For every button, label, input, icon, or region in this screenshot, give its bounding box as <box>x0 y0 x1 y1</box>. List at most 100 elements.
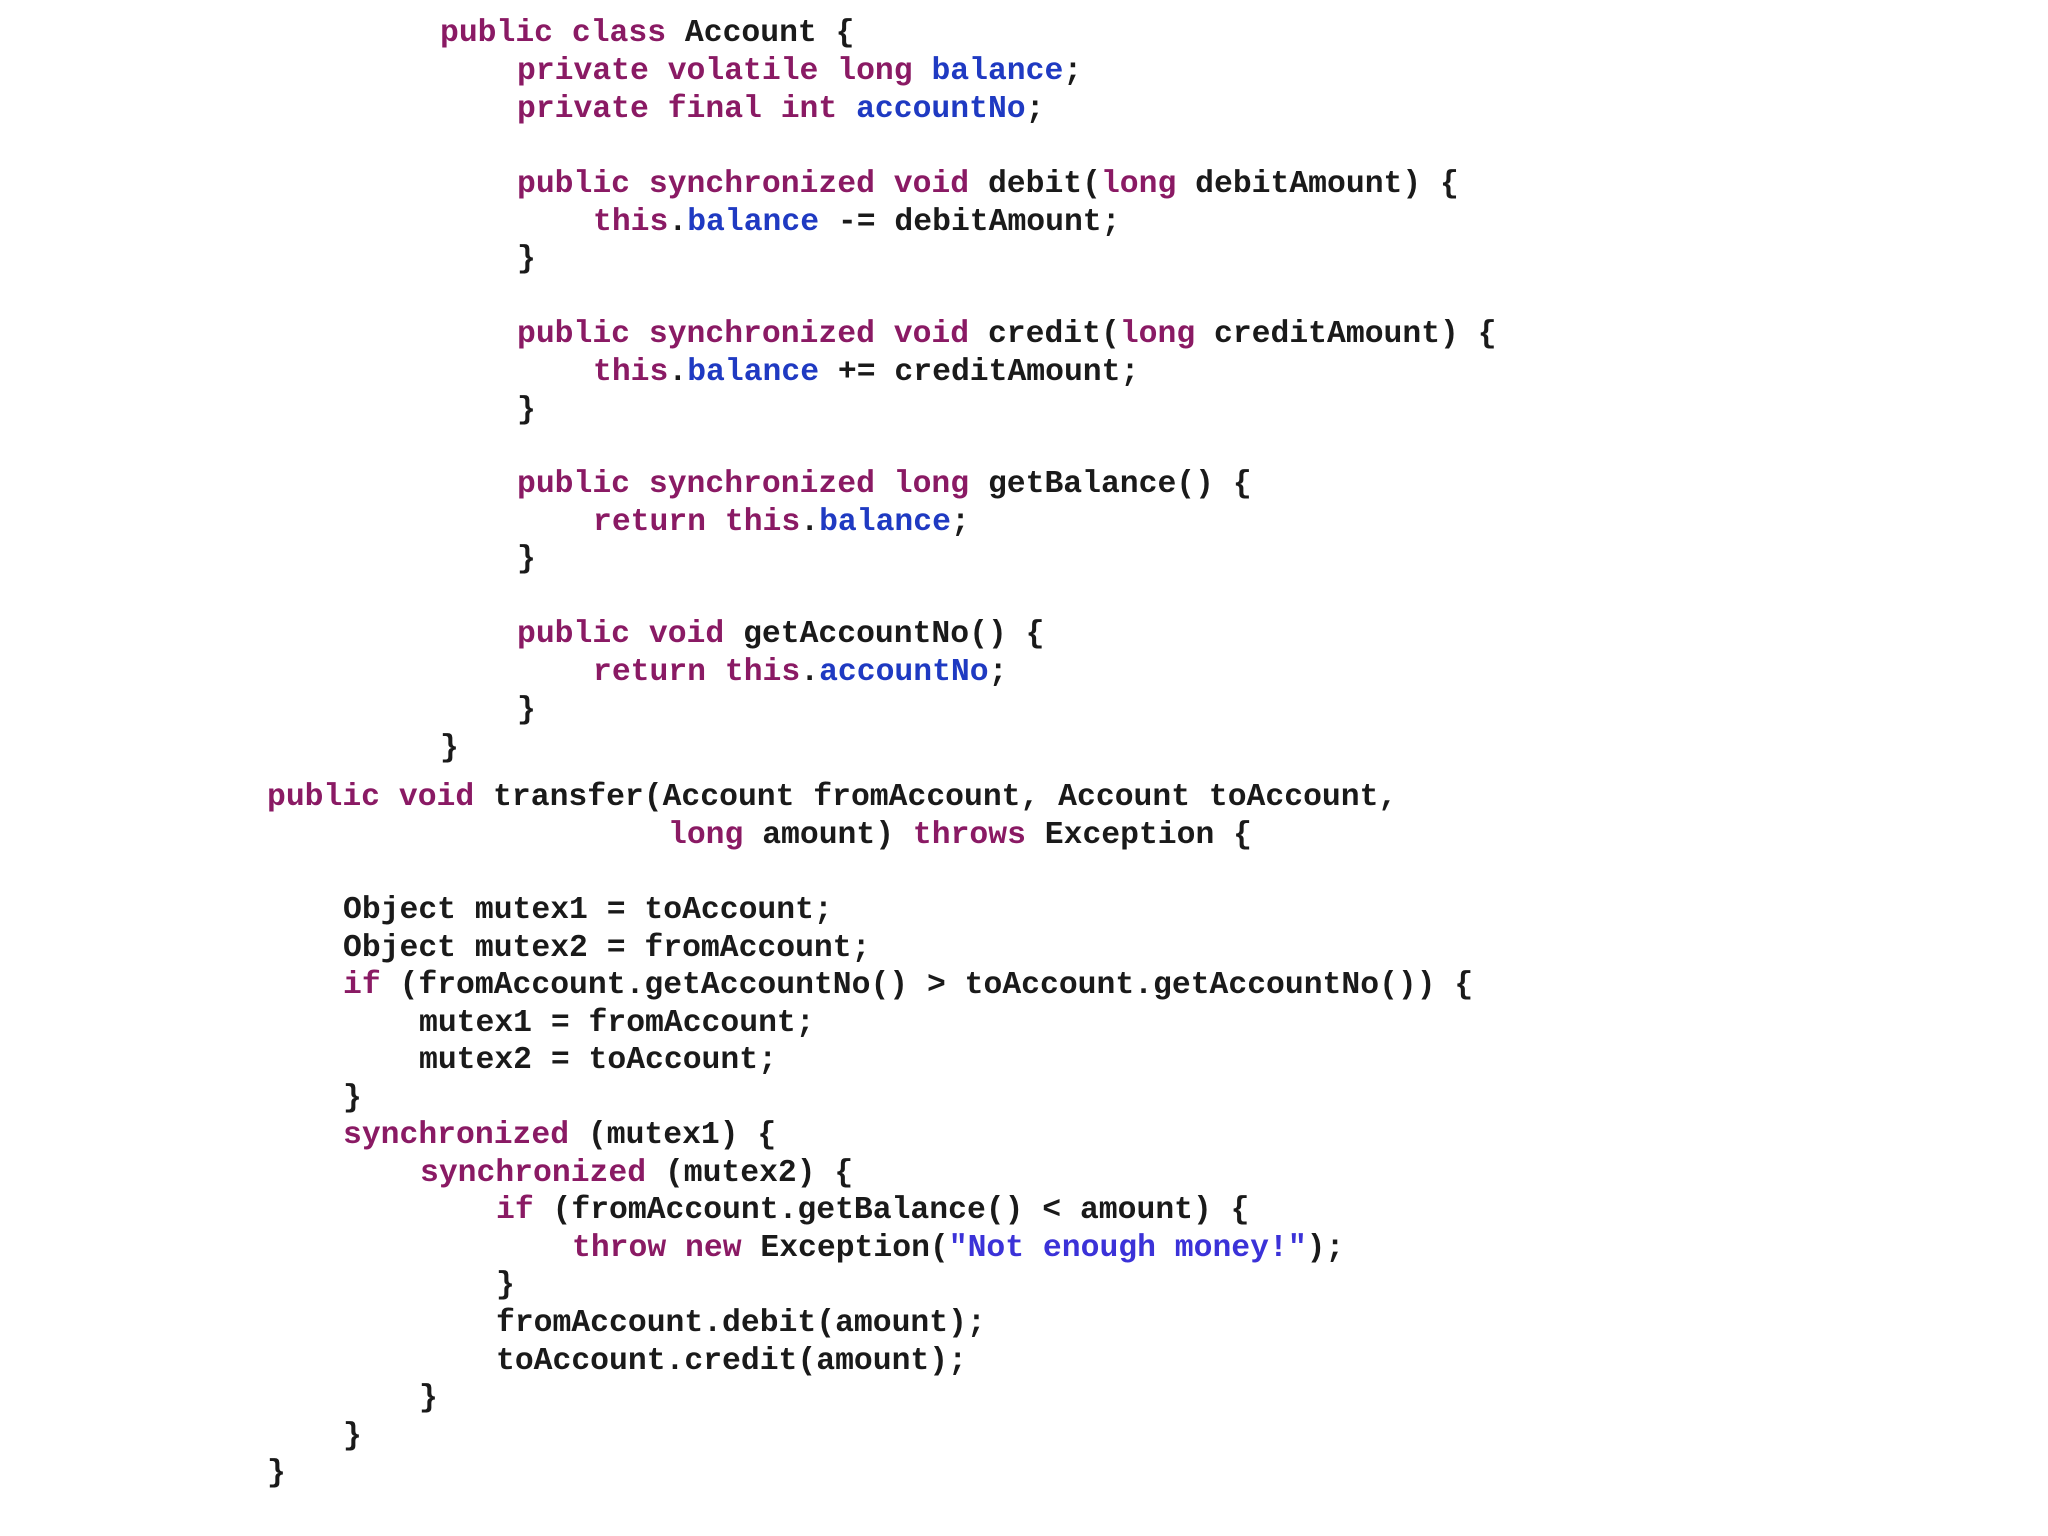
code-line: } <box>517 392 536 429</box>
code-field: balance <box>687 355 820 390</box>
code-line: long amount) throws Exception { <box>668 817 1252 854</box>
code-text: amount) <box>762 818 913 853</box>
code-text: . <box>800 655 820 690</box>
code-text: ; <box>1025 92 1045 127</box>
code-line: public synchronized void debit(long debi… <box>517 166 1459 203</box>
code-field: balance <box>931 54 1064 89</box>
code-text: creditAmount) { <box>1214 317 1497 352</box>
code-text: . <box>668 205 688 240</box>
code-field: balance <box>819 505 951 540</box>
code-line: Object mutex2 = fromAccount; <box>343 930 870 967</box>
code-line: if (fromAccount.getBalance() < amount) { <box>496 1192 1250 1229</box>
code-line: } <box>343 1080 362 1117</box>
code-line: this.balance += creditAmount; <box>593 354 1139 391</box>
code-line: } <box>517 692 536 729</box>
code-text: } <box>267 1456 286 1491</box>
code-keyword: synchronized <box>343 1118 588 1153</box>
code-keyword: private volatile long <box>517 54 932 89</box>
code-text: Object mutex2 = fromAccount; <box>343 931 871 966</box>
code-keyword: public void <box>267 780 494 815</box>
code-line: } <box>419 1380 438 1417</box>
code-text: fromAccount.debit(amount); <box>496 1306 986 1341</box>
code-text: } <box>517 693 536 728</box>
code-string: "Not enough money!" <box>948 1231 1307 1266</box>
code-keyword: private final int <box>517 92 857 127</box>
code-line: synchronized (mutex2) { <box>420 1155 853 1192</box>
code-text: ; <box>950 505 970 540</box>
code-line: fromAccount.debit(amount); <box>496 1305 986 1342</box>
code-text: Exception( <box>760 1231 949 1266</box>
code-keyword: return this <box>593 505 801 540</box>
code-text: credit( <box>987 317 1120 352</box>
code-keyword: synchronized <box>420 1156 665 1191</box>
code-text: } <box>517 542 536 577</box>
code-keyword: this <box>593 355 669 390</box>
code-text: } <box>343 1419 362 1454</box>
code-line: return this.accountNo; <box>593 654 1007 691</box>
code-line: return this.balance; <box>593 504 970 541</box>
code-field: accountNo <box>856 92 1026 127</box>
code-line: mutex2 = toAccount; <box>419 1042 777 1079</box>
code-text: ; <box>1063 54 1083 89</box>
code-line: public void transfer(Account fromAccount… <box>267 779 1397 816</box>
code-line: this.balance -= debitAmount; <box>593 204 1120 241</box>
code-keyword: public class <box>440 16 685 51</box>
code-line: if (fromAccount.getAccountNo() > toAccou… <box>343 967 1473 1004</box>
code-keyword: public synchronized void <box>517 317 988 352</box>
code-keyword: return this <box>593 655 801 690</box>
code-keyword: public synchronized long <box>517 467 988 502</box>
code-text: } <box>517 242 536 277</box>
code-line: private volatile long balance; <box>517 53 1082 90</box>
code-text: . <box>668 355 688 390</box>
code-keyword: long <box>1119 317 1214 352</box>
code-text: Object mutex1 = toAccount; <box>343 893 833 928</box>
code-text: . <box>800 505 820 540</box>
code-keyword: public synchronized void <box>517 167 988 202</box>
code-text: mutex2 = toAccount; <box>419 1043 777 1078</box>
code-line: public class Account { <box>440 15 854 52</box>
code-text: toAccount.credit(amount); <box>496 1344 967 1379</box>
code-text: getBalance() { <box>987 467 1252 502</box>
code-line: } <box>517 541 536 578</box>
code-text: } <box>440 731 459 766</box>
code-text: ); <box>1306 1231 1345 1266</box>
code-keyword: throw new <box>572 1231 761 1266</box>
code-text: mutex1 = fromAccount; <box>419 1006 815 1041</box>
code-line: } <box>517 241 536 278</box>
code-line: } <box>440 730 459 767</box>
code-line: } <box>267 1455 286 1492</box>
code-text: Account { <box>684 16 855 51</box>
code-line: Object mutex1 = toAccount; <box>343 892 833 929</box>
code-line: public synchronized long getBalance() { <box>517 466 1252 503</box>
code-line: public synchronized void credit(long cre… <box>517 316 1497 353</box>
code-keyword: long <box>668 818 763 853</box>
code-text: } <box>343 1081 362 1116</box>
code-line: throw new Exception("Not enough money!")… <box>572 1230 1344 1267</box>
code-text: } <box>419 1381 438 1416</box>
code-keyword: public void <box>517 617 744 652</box>
code-line: } <box>343 1418 362 1455</box>
code-keyword: throws <box>912 818 1045 853</box>
code-text: (mutex2) { <box>664 1156 854 1191</box>
code-line: } <box>496 1267 515 1304</box>
code-text: -= debitAmount; <box>819 205 1121 240</box>
code-text: += creditAmount; <box>819 355 1140 390</box>
code-text: (fromAccount.getAccountNo() > toAccount.… <box>399 968 1474 1003</box>
code-line: private final int accountNo; <box>517 91 1044 128</box>
code-text: (fromAccount.getBalance() < amount) { <box>552 1193 1250 1228</box>
code-text: Exception { <box>1044 818 1252 853</box>
code-keyword: if <box>343 968 400 1003</box>
code-line: mutex1 = fromAccount; <box>419 1005 815 1042</box>
code-text: (mutex1) { <box>587 1118 777 1153</box>
code-text: } <box>517 393 536 428</box>
code-keyword: this <box>593 205 669 240</box>
code-text: getAccountNo() { <box>743 617 1045 652</box>
code-line: synchronized (mutex1) { <box>343 1117 776 1154</box>
code-field: accountNo <box>819 655 989 690</box>
code-line: public void getAccountNo() { <box>517 616 1044 653</box>
code-line: toAccount.credit(amount); <box>496 1343 967 1380</box>
code-text: ; <box>988 655 1008 690</box>
code-keyword: long <box>1100 167 1196 202</box>
code-keyword: if <box>496 1193 553 1228</box>
